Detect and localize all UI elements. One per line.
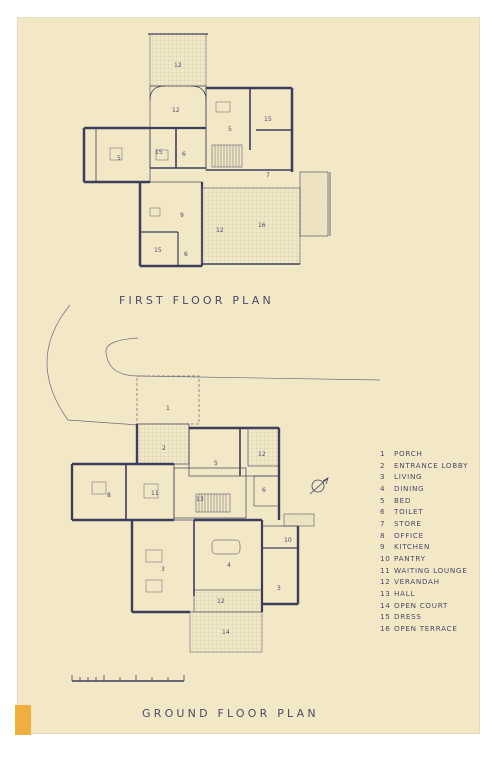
legend-label: OPEN COURT (394, 600, 448, 610)
ff-room-number: 15 (264, 116, 272, 123)
legend-item: 2 ENTRANCE LOBBY (380, 460, 468, 472)
ff-room-number: 15 (154, 247, 162, 254)
gf-room-number: 12 (258, 451, 266, 458)
ff-room-number: 5 (117, 155, 121, 162)
legend-label: OFFICE (394, 530, 424, 540)
legend-item: 7 STORE (380, 518, 468, 530)
ff-room-number: 6 (182, 151, 186, 158)
legend-label: TOILET (394, 507, 424, 517)
scale-bar (71, 675, 185, 682)
legend-number: 9 (380, 542, 386, 552)
gf-room-number: 14 (222, 629, 230, 636)
gf-room-number: 4 (227, 562, 231, 569)
gf-room-number: 1 (166, 405, 170, 412)
legend-number: 7 (380, 518, 386, 528)
gf-room-number: 12 (217, 598, 225, 605)
legend-number: 6 (380, 507, 386, 517)
legend-label: DINING (394, 483, 425, 493)
gf-room-number: 11 (151, 490, 159, 497)
legend-label: ENTRANCE LOBBY (394, 460, 469, 470)
north-arrow-icon (309, 477, 329, 495)
ff-room-number: 5 (228, 126, 232, 133)
legend-label: PORCH (394, 449, 423, 458)
gf-room-number: 10 (284, 537, 292, 544)
legend-item: 1 PORCH (380, 448, 468, 460)
ff-room-number: 9 (180, 212, 184, 219)
legend-label: DRESS (394, 612, 422, 622)
gf-room-number: 2 (162, 445, 166, 452)
legend-number: 13 (380, 588, 391, 598)
legend-label: HALL (394, 588, 416, 598)
legend-number: 12 (380, 577, 391, 587)
ff-room-number: 16 (258, 222, 266, 229)
legend-number: 14 (380, 600, 391, 610)
first-floor-plan (82, 33, 331, 268)
legend-label: STORE (394, 518, 422, 528)
legend-label: VERANDAH (394, 577, 440, 587)
ff-room-number: 15 (155, 149, 163, 156)
room-legend: 1 PORCH 2 ENTRANCE LOBBY 3 LIVING 4 DINING 5… (380, 448, 468, 635)
legend-number: 15 (380, 612, 391, 622)
legend-item: 6 TOILET (380, 506, 468, 518)
legend-item: 4 DINING (380, 483, 468, 495)
ff-room-number: 12 (216, 227, 224, 234)
first-floor-room-numbers: 12 12 5 15 6 15 5 7 9 15 12 16 6 (117, 62, 272, 258)
ground-floor-plan (70, 375, 329, 653)
gf-room-number: 13 (196, 496, 204, 503)
legend-number: 5 (380, 495, 386, 505)
ff-room-number: 7 (266, 172, 270, 179)
legend-number: 10 (380, 553, 391, 563)
legend-number: 11 (380, 565, 391, 575)
ff-room-number: 12 (174, 62, 182, 69)
legend-number: 4 (380, 483, 386, 493)
legend-number: 16 (380, 623, 391, 633)
legend-label: OPEN TERRACE (394, 623, 458, 633)
legend-item: 8 OFFICE (380, 530, 468, 542)
legend-number: 8 (380, 530, 386, 540)
tape-mark (15, 705, 31, 735)
ground-floor-plan-title: GROUND FLOOR PLAN (142, 707, 319, 720)
gf-room-number: 8 (107, 492, 111, 499)
driveway (46, 304, 381, 426)
legend-label: KITCHEN (394, 542, 431, 552)
legend-item: 9 KITCHEN (380, 541, 468, 553)
ff-room-number: 12 (172, 107, 180, 114)
legend-item: 5 BED (380, 495, 468, 507)
legend-number: 2 (380, 460, 386, 470)
first-floor-plan-title: FIRST FLOOR PLAN (119, 294, 274, 307)
legend-label: PANTRY (394, 553, 426, 563)
legend-item: 3 LIVING (380, 471, 468, 483)
gf-room-number: 3 (277, 585, 281, 592)
legend-label: WAITING LOUNGE (394, 565, 468, 575)
legend-label: BED (394, 495, 412, 505)
gf-room-number: 5 (214, 460, 218, 467)
ff-room-number: 6 (184, 251, 188, 258)
legend-label: LIVING (394, 472, 423, 482)
gf-room-number: 6 (262, 487, 266, 494)
legend-number: 1 (380, 449, 386, 458)
legend-number: 3 (380, 472, 386, 482)
gf-room-number: 3 (161, 566, 165, 573)
ground-floor-room-numbers: 1 2 5 12 8 11 6 13 10 3 4 12 3 14 (107, 405, 292, 636)
